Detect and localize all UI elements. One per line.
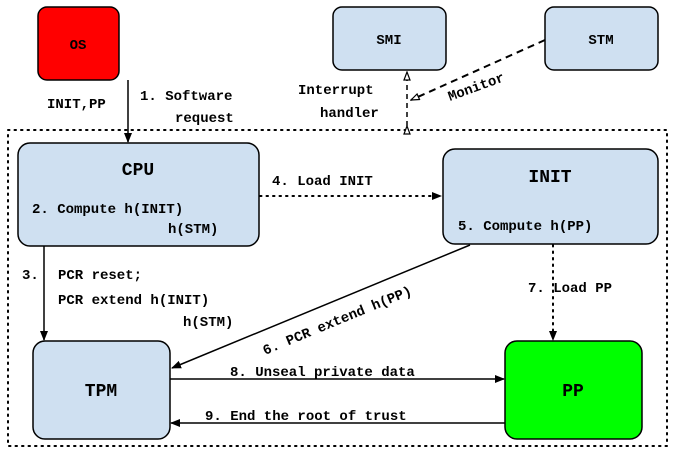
edge-pcr-label-1: PCR reset; <box>58 268 142 284</box>
edge-init-tpm <box>171 244 471 369</box>
node-cpu-step: 2. Compute h(INIT) <box>32 202 183 218</box>
node-cpu-label: CPU <box>122 161 154 181</box>
node-tpm-label: TPM <box>85 382 117 402</box>
edge-interrupt-label-2: handler <box>320 106 379 122</box>
edge-os-cpu-label-1: 1. Software <box>140 89 232 105</box>
edge-monitor-label: Monitor <box>446 71 507 106</box>
edge-pcr-label-3: h(STM) <box>183 315 233 331</box>
node-pp: PP <box>504 340 643 440</box>
edge-load-pp-label: 7. Load PP <box>528 281 612 297</box>
node-cpu: CPU 2. Compute h(INIT) h(STM) <box>17 142 260 247</box>
edge-os-cpu-label-2: request <box>175 111 234 127</box>
edge-os-cpu-left-label: INIT,PP <box>47 97 106 113</box>
edge-unseal-label: 8. Unseal private data <box>230 365 415 381</box>
node-pp-label: PP <box>562 382 584 402</box>
edge-monitor <box>411 39 546 101</box>
node-smi-label: SMI <box>376 33 401 49</box>
node-init-label: INIT <box>528 168 571 188</box>
node-cpu-step2: h(STM) <box>168 222 218 238</box>
node-init: INIT 5. Compute h(PP) <box>442 148 659 245</box>
node-os: OS <box>37 6 120 81</box>
node-stm: STM <box>544 6 659 71</box>
edge-end-root-label: 9. End the root of trust <box>205 409 407 425</box>
node-smi: SMI <box>332 6 447 71</box>
edge-pcr-num: 3. <box>22 268 39 284</box>
edge-load-init-label: 4. Load INIT <box>272 174 373 190</box>
node-init-step: 5. Compute h(PP) <box>458 219 592 235</box>
node-tpm: TPM <box>32 340 171 440</box>
node-os-label: OS <box>70 38 87 54</box>
edge-pcr-label-2: PCR extend h(INIT) <box>58 293 209 309</box>
edge-interrupt-label-1: Interrupt <box>298 83 374 99</box>
node-stm-label: STM <box>588 33 613 49</box>
